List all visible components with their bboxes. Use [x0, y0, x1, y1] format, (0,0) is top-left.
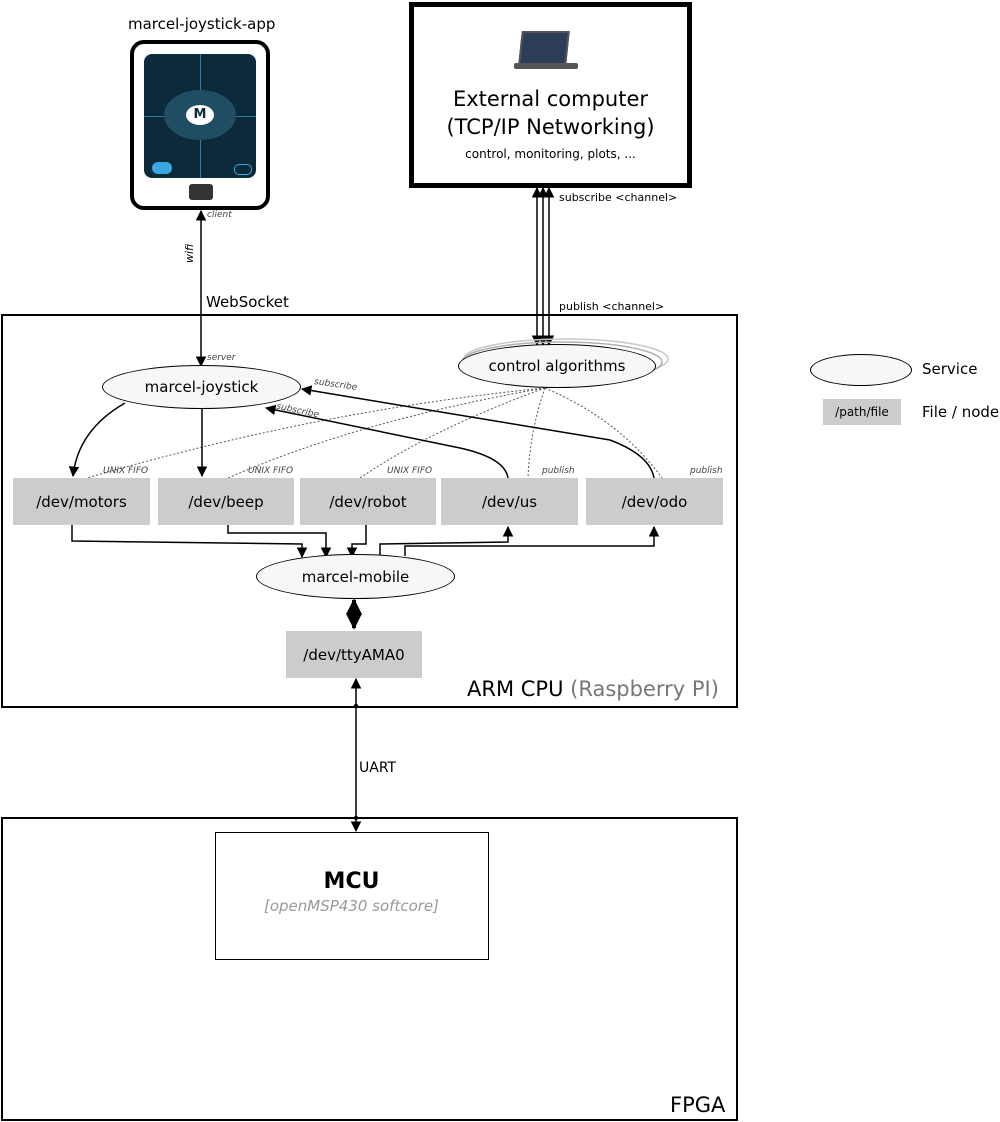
service-control-algorithms: control algorithms [458, 344, 656, 388]
arm-cpu-name: ARM CPU [467, 677, 564, 701]
publish-tag-odo: publish [690, 466, 723, 476]
external-tasks: control, monitoring, plots, ... [465, 147, 636, 161]
mcu-box: MCU [openMSP430 softcore] [215, 832, 489, 960]
websocket-label: WebSocket [206, 293, 289, 311]
mobile-links [71, 525, 660, 559]
server-tag: server [207, 353, 236, 363]
external-computer-box: External computer (TCP/IP Networking) co… [409, 2, 692, 188]
fifo-tag-robot: UNIX FIFO [387, 466, 433, 476]
node-dev-ttyama0: /dev/ttyAMA0 [286, 631, 422, 678]
settings-icon [234, 164, 252, 175]
phone-title: marcel-joystick-app [128, 15, 276, 33]
publish-channel-label: publish <channel> [559, 300, 665, 313]
legend-file-symbol: /path/file [823, 399, 901, 425]
publish-tag-us: publish [542, 466, 575, 476]
client-tag: client [207, 210, 232, 220]
arm-cpu-sublabel: (Raspberry PI) [570, 677, 719, 701]
arm-cpu-panel [1, 314, 738, 708]
phone-device: M [130, 40, 270, 210]
phone-home-button [189, 184, 213, 200]
fpga-label: FPGA [670, 1093, 726, 1117]
service-marcel-mobile: marcel-mobile [256, 554, 455, 599]
joystick-logo: M [186, 105, 214, 125]
external-subtitle: (TCP/IP Networking) [446, 115, 655, 139]
service-marcel-joystick: marcel-joystick [102, 365, 301, 409]
subscribe-channel-label: subscribe <channel> [559, 191, 678, 204]
phone-screen: M [144, 54, 256, 178]
robot-icon [152, 162, 172, 174]
us-subscribe [264, 404, 509, 479]
mcu-title: MCU [323, 869, 380, 894]
mcu-subtitle: [openMSP430 softcore] [263, 897, 440, 915]
legend-service-label: Service [922, 360, 978, 378]
node-dev-beep: /dev/beep [158, 478, 294, 525]
node-dev-robot: /dev/robot [300, 478, 436, 525]
external-title: External computer [452, 87, 649, 111]
uart-label: UART [359, 760, 397, 776]
arm-cpu-label: ARM CPU (Raspberry PI) [467, 677, 719, 701]
fpga-panel [1, 817, 738, 1121]
laptop-icon [514, 31, 578, 71]
odo-subscribe [300, 385, 655, 479]
fifo-tag-motors: UNIX FIFO [103, 466, 149, 476]
node-dev-us: /dev/us [441, 478, 578, 525]
node-dev-motors: /dev/motors [13, 478, 150, 525]
fifo-tag-beep: UNIX FIFO [248, 466, 294, 476]
control-dotted-links [86, 387, 663, 479]
legend-service-symbol [810, 354, 912, 386]
legend-file-label: File / node [922, 403, 1000, 421]
wifi-label: wifi [183, 243, 196, 263]
pubsub-links [531, 186, 555, 347]
node-dev-odo: /dev/odo [586, 478, 723, 525]
joystick-to-motors [68, 402, 126, 478]
